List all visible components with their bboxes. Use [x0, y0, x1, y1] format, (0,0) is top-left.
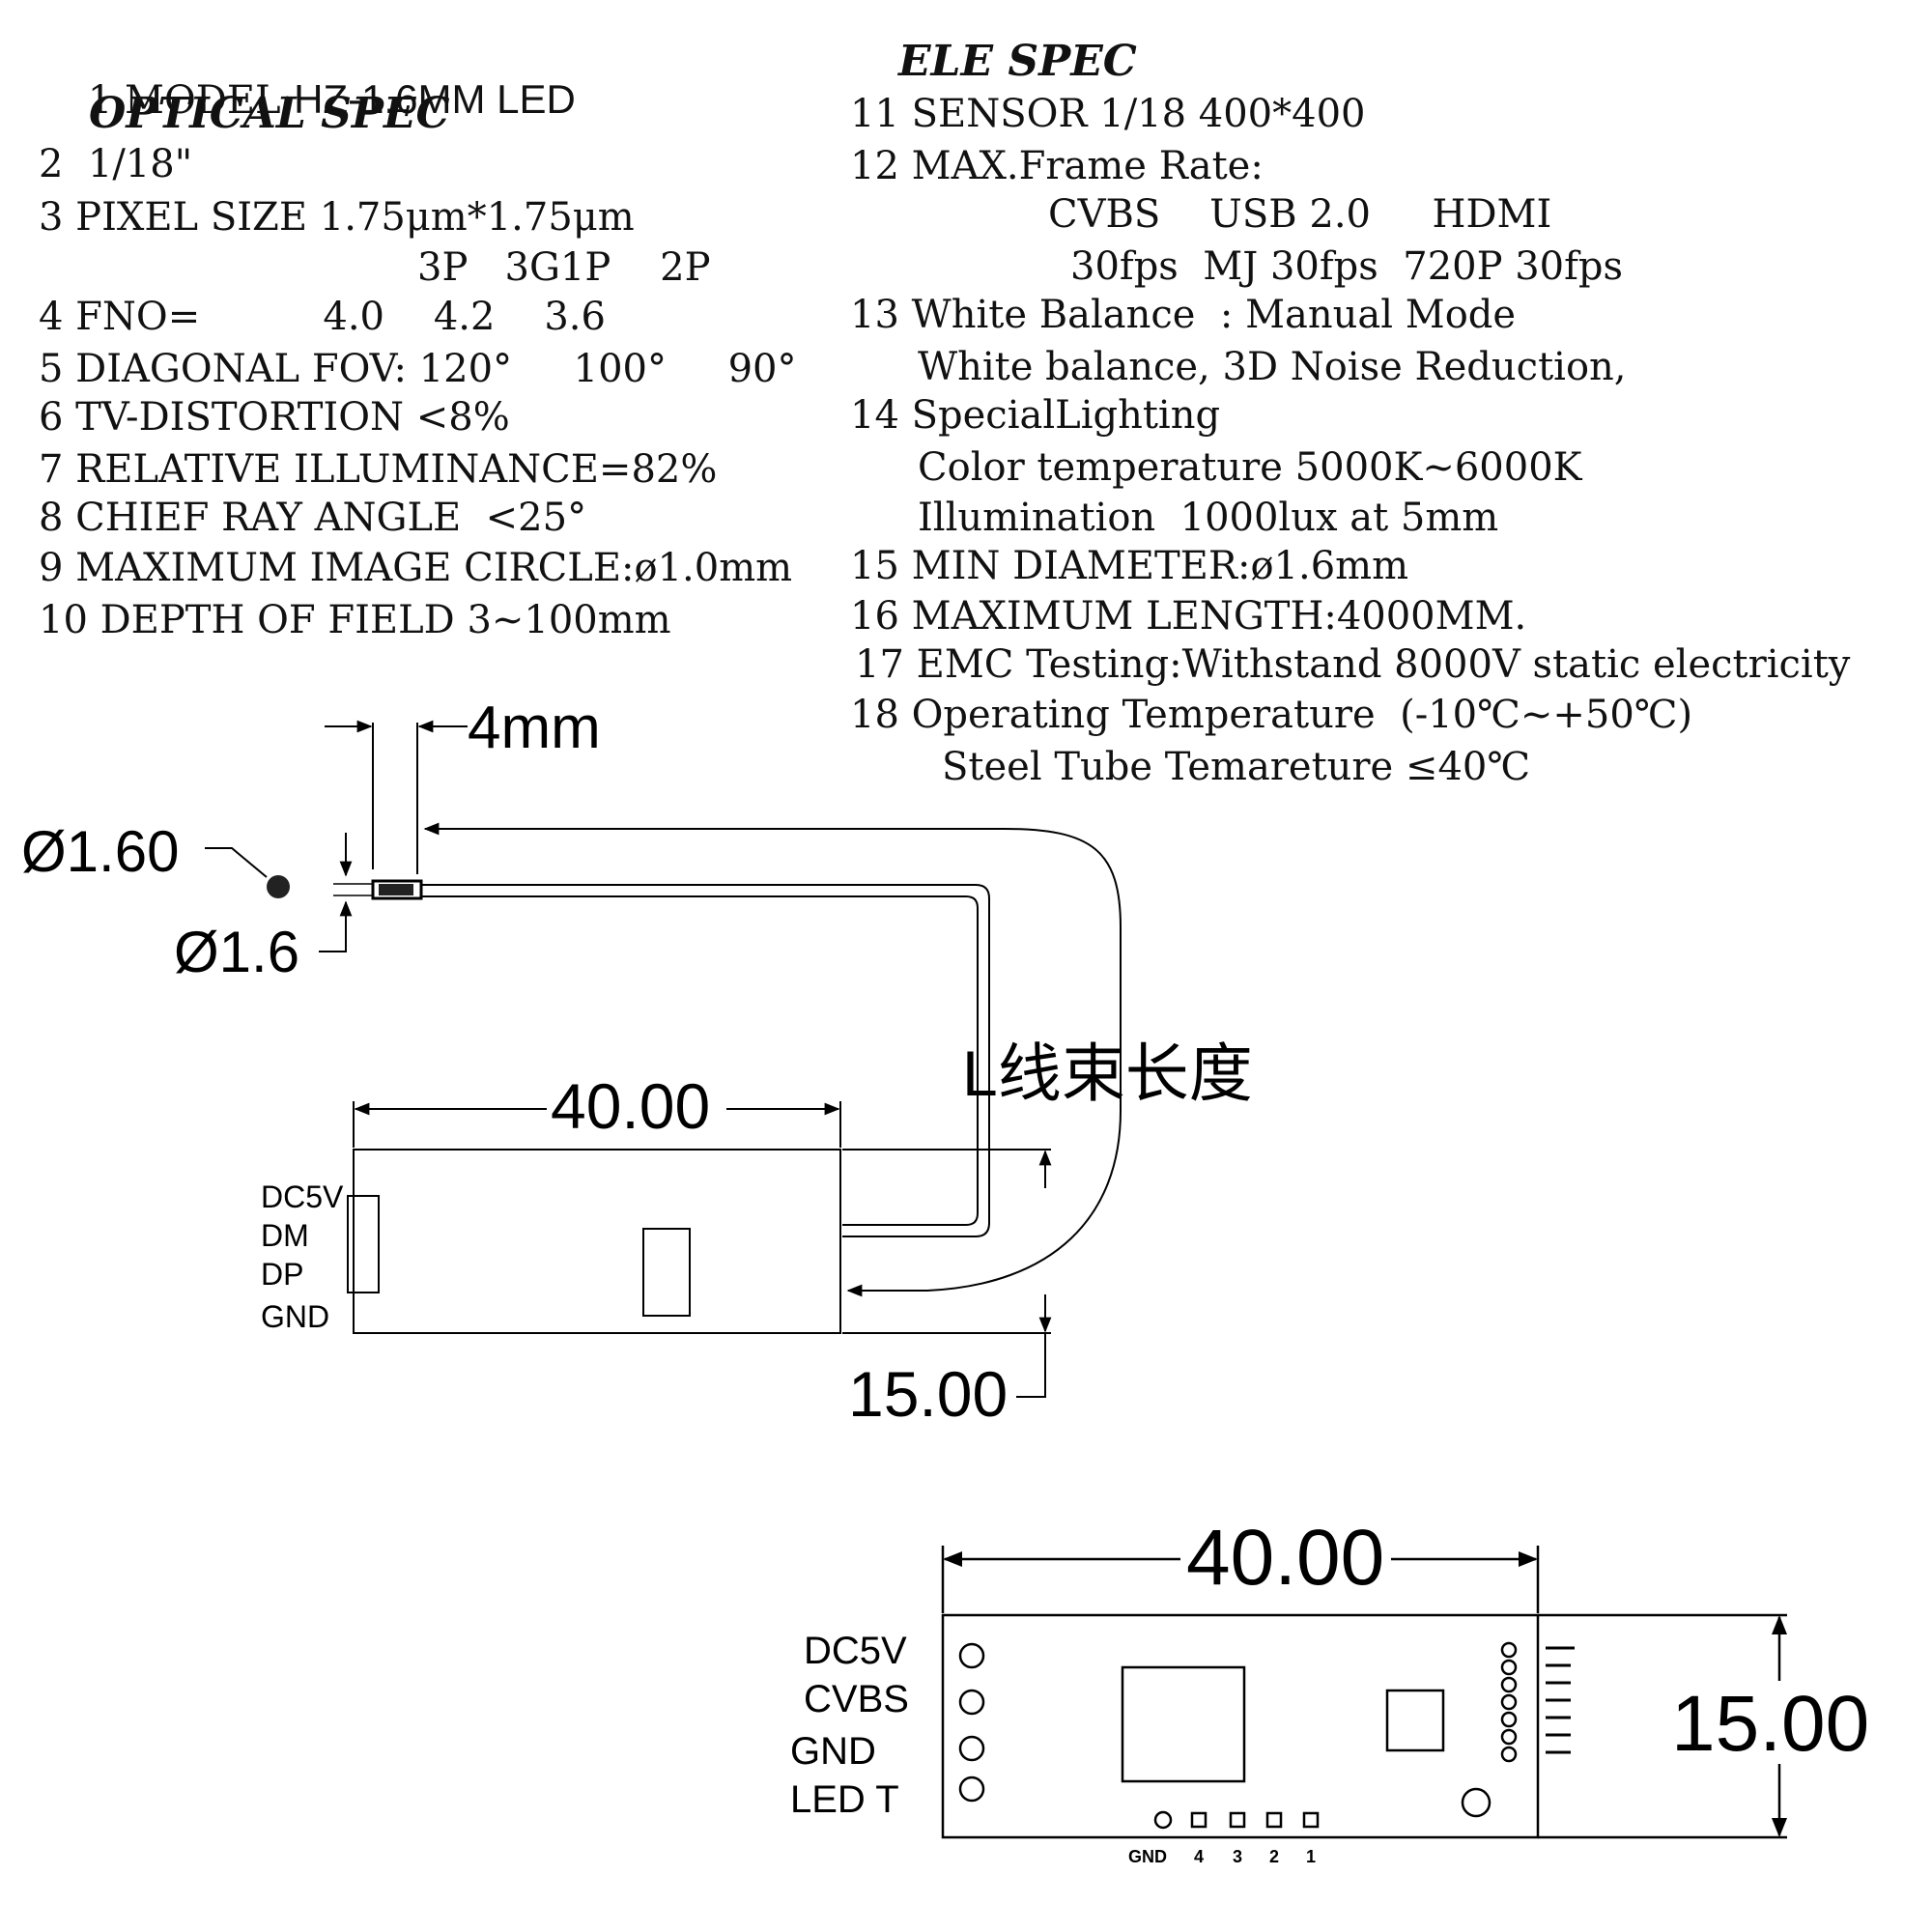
board-1-pin-dc5v: DC5V [261, 1179, 344, 1214]
spec-line-15: 15 MIN DIAMETER:ø1.6mm [850, 544, 1409, 588]
tip-length-dimension [325, 720, 468, 874]
bottom-pin-2: 2 [1269, 1847, 1279, 1866]
white-balance-detail: White balance, 3D Noise Reduction, [918, 345, 1627, 389]
board-1-connector [347, 1195, 380, 1293]
board-1-width-label: 40.00 [551, 1070, 710, 1142]
tip-diameter-a-label: Ø1.60 [21, 819, 179, 884]
ele-spec-header: ELE SPEC [898, 37, 1137, 86]
frame-rate-values: 30fps MJ 30fps 720P 30fps [1070, 244, 1624, 289]
frame-rate-headers: CVBS USB 2.0 HDMI [1048, 192, 1552, 237]
bottom-pin-3: 3 [1233, 1847, 1242, 1866]
fno-columns: 3P 3G1P 2P [417, 245, 711, 290]
board-1 [347, 1101, 1052, 1398]
color-temperature: Color temperature 5000K~6000K [918, 445, 1582, 490]
model-line: 1 MODEL:HZ-1.6MM LED [39, 41, 576, 158]
harness-length-dimension [423, 822, 1122, 1297]
spec-line-16: 16 MAXIMUM LENGTH:4000MM. [850, 594, 1527, 639]
board-2-width-label: 40.00 [1186, 1514, 1384, 1602]
spec-line-17: 17 EMC Testing:Withstand 8000V static el… [855, 642, 1851, 687]
tip-length-label: 4mm [468, 695, 601, 761]
bottom-pin-1: 1 [1306, 1847, 1316, 1866]
board-2-pin-gnd: GND [790, 1730, 876, 1773]
steel-tube-temperature: Steel Tube Temareture ≤40℃ [942, 745, 1531, 789]
optical-spec-header: OPTICAL SPEC [89, 89, 450, 138]
bottom-pin-gnd: GND [1128, 1847, 1167, 1866]
spec-line-14: 14 SpecialLighting [850, 393, 1221, 438]
harness-length-label: L线束长度 [962, 1037, 1253, 1109]
model-label: 1 MODEL: [87, 78, 295, 123]
tip-diameter-b-label: Ø1.6 [174, 920, 299, 984]
bottom-pin-4: 4 [1194, 1847, 1204, 1866]
cable [421, 884, 990, 1237]
board-2-small-chip [1385, 1689, 1445, 1752]
board-1-pin-dm: DM [261, 1218, 309, 1253]
board-1-pin-gnd: GND [261, 1299, 329, 1334]
board-2-sensor-chip [1121, 1665, 1246, 1783]
spec-line-7: 7 RELATIVE ILLUMINANCE=82% [39, 447, 718, 492]
board-2-height-label: 15.00 [1671, 1680, 1869, 1768]
board-2-pin-cvbs: CVBS [804, 1678, 909, 1720]
spec-line-4: 4 FNO= 4.0 4.2 3.6 [39, 295, 606, 339]
spec-line-10: 10 DEPTH OF FIELD 3~100mm [39, 598, 671, 642]
board-2-mount-hole [1461, 1787, 1492, 1818]
model-value: HZ-1.6MM LED [294, 76, 576, 122]
board-1-chip [642, 1228, 691, 1317]
pad-led-t [958, 1776, 985, 1803]
pad-cvbs [958, 1689, 985, 1716]
spec-line-11: 11 SENSOR 1/18 400*400 [850, 92, 1366, 136]
board-2 [941, 1546, 1787, 1839]
spec-line-12: 12 MAX.Frame Rate: [850, 144, 1264, 188]
spec-line-5: 5 DIAGONAL FOV: 120° 100° 90° [39, 347, 797, 391]
pad-dc5v [958, 1642, 985, 1669]
pad-gnd [958, 1735, 985, 1762]
spec-line-2: 2 1/18" [39, 142, 193, 186]
board-1-pin-dp: DP [261, 1257, 303, 1292]
diameter-leaders [205, 833, 353, 952]
camera-tip [267, 875, 423, 900]
lens-dot [267, 875, 290, 898]
board-2-pin-dc5v: DC5V [804, 1630, 907, 1672]
illumination: Illumination 1000lux at 5mm [918, 496, 1499, 540]
spec-line-13: 13 White Balance : Manual Mode [850, 293, 1517, 337]
spec-line-6: 6 TV-DISTORTION <8% [39, 395, 510, 440]
spec-line-8: 8 CHIEF RAY ANGLE <25° [39, 496, 587, 540]
spec-line-9: 9 MAXIMUM IMAGE CIRCLE:ø1.0mm [39, 546, 793, 590]
board-1-height-label: 15.00 [848, 1358, 1008, 1430]
spec-line-3: 3 PIXEL SIZE 1.75μm*1.75μm [39, 195, 635, 240]
spec-line-18: 18 Operating Temperature (-10℃~+50℃) [850, 693, 1693, 737]
board-2-pin-led-t: LED T [790, 1778, 899, 1821]
